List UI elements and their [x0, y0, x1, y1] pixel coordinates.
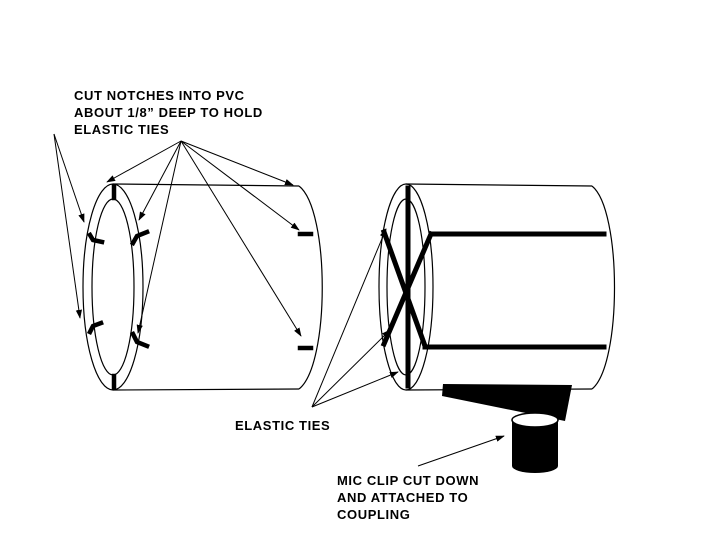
right-coupling-back-edge [591, 185, 616, 390]
notches-instruction-label: CUT NOTCHES INTO PVC ABOUT 1/8” DEEP TO … [74, 87, 263, 138]
arrow-tie-lower [311, 371, 399, 408]
notches-label-line-1: CUT NOTCHES INTO PVC [74, 88, 245, 103]
elastic-ties [380, 185, 607, 389]
elastic-ties-label: ELASTIC TIES [235, 418, 331, 433]
left-coupling-back-edge [298, 185, 323, 390]
notches-label-line-3: ELASTIC TIES [74, 122, 170, 137]
tie-cross-a [380, 228, 429, 350]
arrow-tie-upper [311, 228, 387, 408]
mic-label-line-2: AND ATTACHED TO [337, 490, 469, 505]
left-coupling-bottom-edge [112, 388, 300, 391]
arrow-tie-middle [311, 329, 391, 408]
mic-clip-label: MIC CLIP CUT DOWN AND ATTACHED TO COUPLI… [337, 472, 479, 523]
mic-clip-base [512, 459, 558, 473]
arrow-notch-left-upper [53, 133, 85, 223]
arrow-notch-top [106, 140, 182, 183]
left-coupling-notches [86, 183, 314, 391]
notches-label-line-2: ABOUT 1/8” DEEP TO HOLD [74, 105, 263, 120]
arrow-notch-left-lower [53, 133, 82, 319]
mic-label-line-1: MIC CLIP CUT DOWN [337, 473, 480, 488]
notch-inner-lower [129, 330, 150, 349]
tie-cross-b [380, 230, 435, 348]
notch-left-lower [86, 320, 104, 336]
notch-left-upper [86, 231, 105, 245]
mic-clip-top [511, 412, 559, 428]
arrow-notch-inner-upper [138, 140, 182, 221]
left-coupling-front-inner-rim [91, 198, 135, 376]
mic-clip [442, 384, 572, 473]
left-pvc-coupling [82, 183, 323, 391]
right-coupling-top-edge [405, 183, 593, 187]
mic-label-line-3: COUPLING [337, 507, 411, 522]
left-coupling-top-edge [112, 183, 300, 187]
right-pvc-coupling [378, 183, 616, 391]
arrow-mic-clip [417, 435, 505, 467]
leader-arrows [53, 133, 505, 467]
notch-inner-upper [129, 229, 150, 247]
arrow-notch-back-upper [180, 140, 300, 231]
arrow-notch-back-top [180, 140, 294, 186]
mic-clip-arm [442, 384, 572, 421]
arrow-notch-back-lower [180, 140, 302, 337]
arrow-notch-inner-lower [136, 140, 182, 334]
